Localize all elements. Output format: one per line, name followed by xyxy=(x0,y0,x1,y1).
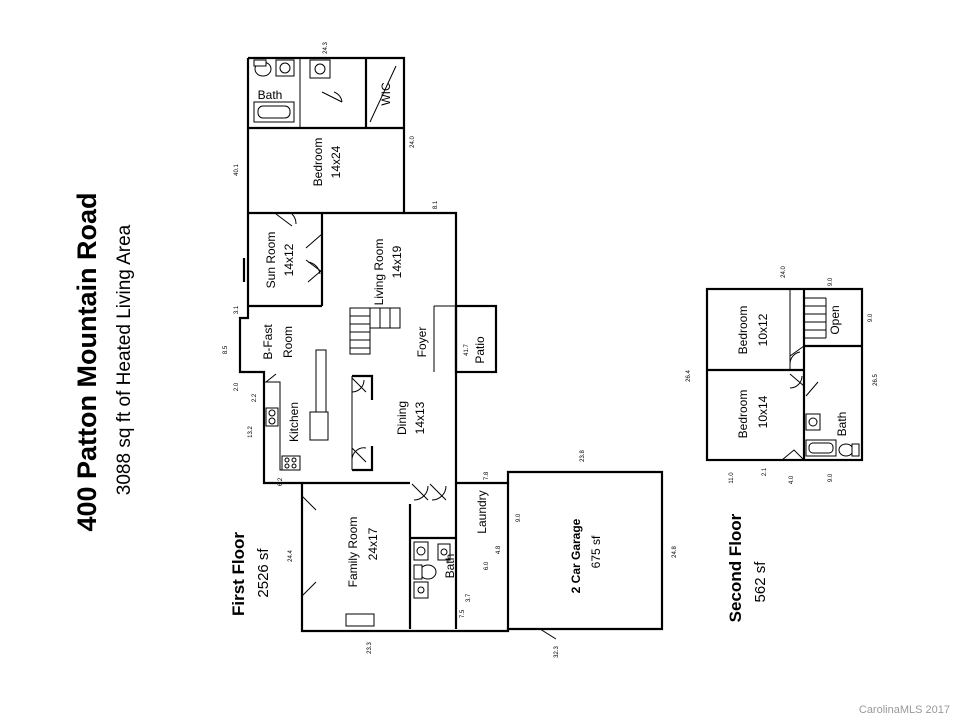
room-label: 2 Car Garage xyxy=(569,518,583,593)
second-floor-area: 562 sf xyxy=(752,561,769,603)
room-label: 10x14 xyxy=(756,395,770,428)
dimension-label: 4.0 xyxy=(789,475,795,484)
room-label: 14x12 xyxy=(282,243,296,276)
room-label: 14x13 xyxy=(413,401,427,434)
first-floor-area: 2526 sf xyxy=(255,548,272,598)
dimension-label: 41.7 xyxy=(464,344,470,356)
room-label: 14x24 xyxy=(329,145,343,178)
dimension-label: 9.0 xyxy=(868,313,874,322)
second-floor-doors xyxy=(781,345,819,461)
room-label: Foyer xyxy=(415,327,429,358)
dimension-label: 23.3 xyxy=(367,642,373,654)
kitchen-stove xyxy=(281,455,301,471)
wall-dining xyxy=(352,374,374,400)
door-swings xyxy=(265,91,557,640)
room-label: 24x17 xyxy=(366,527,380,560)
fireplace xyxy=(345,613,375,627)
room-label: Kitchen xyxy=(287,402,301,442)
dimension-label: 3.7 xyxy=(466,593,472,602)
room-label: B-Fast xyxy=(261,324,275,360)
second-floor-label: Second Floor xyxy=(726,513,745,622)
wall-dining-lower xyxy=(352,446,374,472)
page-subtitle: 3088 sq ft of Heated Living Area xyxy=(114,224,135,495)
dimension-label: 6.0 xyxy=(484,561,490,570)
second-floor-stairs xyxy=(804,297,827,339)
dimension-label: 9.0 xyxy=(516,513,522,522)
master-tub xyxy=(253,101,295,123)
credit-watermark: CarolinaMLS 2017 xyxy=(858,704,950,716)
dimension-label: 9.0 xyxy=(828,277,834,286)
lower-bath-sink xyxy=(413,541,429,561)
dimension-label: 40.1 xyxy=(234,164,240,176)
dimension-label: 7.5 xyxy=(460,609,466,618)
room-label: Sun Room xyxy=(264,232,278,289)
master-sink-2 xyxy=(309,59,331,79)
dimension-label: 32.3 xyxy=(554,646,560,658)
dimension-labels: 24.3 40.1 24.0 8.1 3.1 8.5 2.0 2.2 13.2 … xyxy=(223,42,879,658)
dimension-label: 2.2 xyxy=(252,393,258,402)
dimension-label: 2.1 xyxy=(762,467,768,476)
dimension-label: 8.1 xyxy=(433,200,439,209)
room-label: 675 sf xyxy=(589,535,603,568)
room-label: Dining xyxy=(395,401,409,435)
lower-bath-shower xyxy=(413,581,429,599)
page-title: 400 Patton Mountain Road xyxy=(72,192,102,531)
second-floor-plan xyxy=(705,287,864,462)
upper-bath-toilet xyxy=(838,443,854,457)
dimension-label: 2.0 xyxy=(234,382,240,391)
kitchen-island xyxy=(315,349,327,421)
room-labels: Bath WIC Bedroom 14x24 Sun Room 14x12 Li… xyxy=(258,82,849,593)
room-label: Bedroom xyxy=(311,138,325,187)
dimension-label: 13.2 xyxy=(248,426,254,438)
dimension-label: 23.8 xyxy=(580,450,586,462)
dimension-label: 8.5 xyxy=(223,345,229,354)
first-floor-stairs xyxy=(349,307,401,355)
room-label: 14x19 xyxy=(390,245,404,278)
first-floor-label: First Floor xyxy=(229,532,248,616)
dimension-label: 9.0 xyxy=(828,473,834,482)
dimension-label: 6.2 xyxy=(278,477,284,486)
room-label: Open xyxy=(828,305,842,334)
dimension-label: 26.4 xyxy=(686,370,692,382)
room-label: WIC xyxy=(379,82,393,106)
room-label: Bath xyxy=(835,412,849,437)
upper-bath-tub xyxy=(805,439,837,457)
dimension-label: 26.5 xyxy=(873,374,879,386)
kitchen-sink xyxy=(309,411,329,441)
second-floor-outline xyxy=(705,287,864,462)
dimension-label: 11.0 xyxy=(729,472,735,484)
room-label: Laundry xyxy=(475,490,489,533)
dimension-label: 24.4 xyxy=(288,550,294,562)
room-label: Living Room xyxy=(372,239,386,306)
room-label: Family Room xyxy=(346,517,360,588)
kitchen-dishwasher xyxy=(265,407,279,427)
room-label: Bedroom xyxy=(736,306,750,355)
dimension-label: 24.8 xyxy=(672,546,678,558)
room-label: Bath xyxy=(443,554,457,579)
dimension-label: 4.8 xyxy=(496,545,502,554)
room-label: Room xyxy=(281,326,295,358)
master-sink xyxy=(275,59,295,77)
dimension-label: 7.8 xyxy=(484,471,490,480)
room-label: Patio xyxy=(473,336,487,364)
dimension-label: 24.3 xyxy=(323,42,329,54)
dimension-label: 24.0 xyxy=(410,136,416,148)
room-label: 10x12 xyxy=(756,313,770,346)
room-label: Bath xyxy=(258,88,283,102)
patio xyxy=(454,304,498,374)
dimension-label: 3.1 xyxy=(234,305,240,314)
first-floor-plan xyxy=(238,56,664,640)
dimension-label: 24.0 xyxy=(781,266,787,278)
room-label: Bedroom xyxy=(736,390,750,439)
wic-door xyxy=(369,65,397,123)
